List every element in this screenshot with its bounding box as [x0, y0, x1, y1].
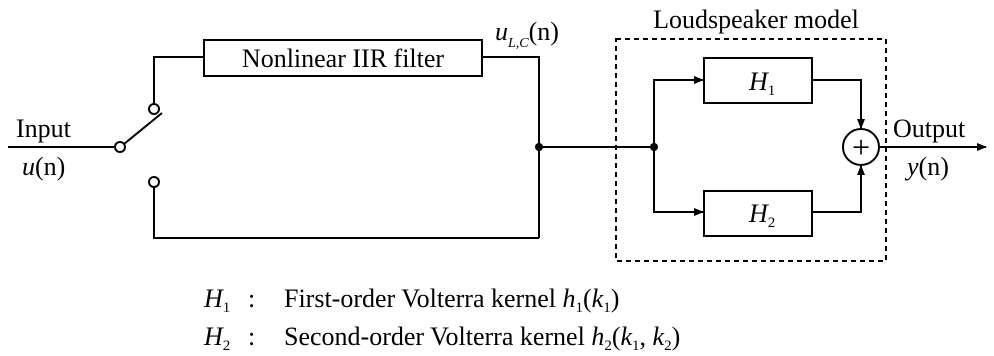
loudspeaker-model-box: [615, 38, 887, 262]
h1-label: H1: [748, 67, 775, 99]
switch-lever: [123, 112, 163, 145]
h1-input-line: [653, 76, 704, 147]
switch-bottom-terminal: [148, 176, 160, 188]
model-label: Loudspeaker model: [653, 5, 859, 34]
h2-output-line: [812, 165, 865, 213]
input-signal-label: u(n): [22, 152, 65, 181]
switch-top-terminal: [148, 103, 160, 115]
upper-path-line: [153, 56, 204, 104]
output-signal-label: y(n): [904, 152, 949, 181]
h1-output-line: [812, 79, 865, 129]
h2-label: H2: [748, 199, 775, 231]
h2-input-line: [653, 147, 704, 216]
switch-input-terminal: [114, 141, 126, 153]
legend-h1-line: H1:First-order Volterra kernel h1(k1): [203, 284, 619, 316]
filter-output-signal-label: uL,C(n): [495, 17, 559, 51]
output-label: Output: [893, 114, 966, 143]
filter-label: Nonlinear IIR filter: [242, 44, 444, 73]
h2-block: [703, 190, 813, 237]
legend-h2-line: H2:Second-order Volterra kernel h2(k1, k…: [203, 322, 680, 354]
h1-block: [703, 57, 813, 104]
input-label: Input: [16, 114, 72, 143]
sum-symbol: +: [852, 129, 870, 165]
bypass-path-line: [153, 187, 539, 239]
filter-output-line: [482, 56, 540, 238]
